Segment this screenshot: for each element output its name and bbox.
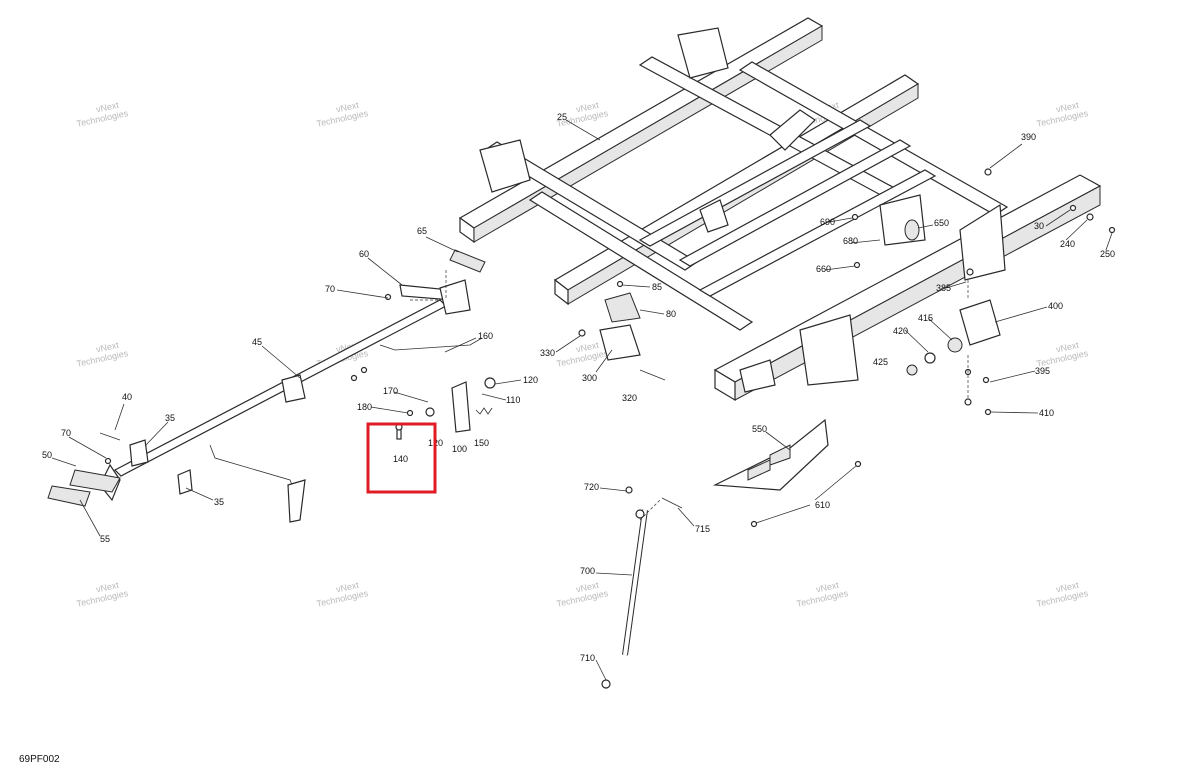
callout-415: 415 bbox=[918, 313, 933, 323]
callout-715: 715 bbox=[695, 524, 710, 534]
callout-100: 100 bbox=[452, 444, 467, 454]
callout-425: 425 bbox=[873, 357, 888, 367]
svg-text:vNext: vNext bbox=[1055, 100, 1080, 115]
callout-35: 35 bbox=[165, 413, 175, 423]
callout-160: 160 bbox=[478, 331, 493, 341]
callout-610: 610 bbox=[815, 500, 830, 510]
callout-140: 140 bbox=[393, 454, 408, 464]
callout-660: 660 bbox=[816, 264, 831, 274]
callout-180: 180 bbox=[357, 402, 372, 412]
callout-150: 150 bbox=[474, 438, 489, 448]
callout-70: 70 bbox=[325, 284, 335, 294]
callout-385: 385 bbox=[936, 283, 951, 293]
callout-30: 30 bbox=[1034, 221, 1044, 231]
callout-390: 390 bbox=[1021, 132, 1036, 142]
callout-70: 70 bbox=[61, 428, 71, 438]
callout-40: 40 bbox=[122, 392, 132, 402]
svg-text:vNext: vNext bbox=[575, 100, 600, 115]
callout-25: 25 bbox=[557, 112, 567, 122]
svg-text:vNext: vNext bbox=[1055, 340, 1080, 355]
callout-85: 85 bbox=[652, 282, 662, 292]
callout-120: 120 bbox=[523, 375, 538, 385]
callout-250: 250 bbox=[1100, 249, 1115, 259]
callout-395: 395 bbox=[1035, 366, 1050, 376]
callout-50: 50 bbox=[42, 450, 52, 460]
callout-320: 320 bbox=[622, 393, 637, 403]
highlight-box bbox=[366, 422, 437, 494]
svg-text:vNext: vNext bbox=[575, 580, 600, 595]
svg-text:vNext: vNext bbox=[95, 340, 120, 355]
callout-240: 240 bbox=[1060, 239, 1075, 249]
callout-550: 550 bbox=[752, 424, 767, 434]
main-frame bbox=[458, 17, 1102, 402]
svg-text:vNext: vNext bbox=[1055, 580, 1080, 595]
callout-35: 35 bbox=[214, 497, 224, 507]
callout-720: 720 bbox=[584, 482, 599, 492]
document-id: 69PF002 bbox=[19, 754, 60, 765]
svg-text:vNext: vNext bbox=[335, 100, 360, 115]
callout-650: 650 bbox=[934, 218, 949, 228]
leader-lines bbox=[51, 119, 1113, 681]
svg-text:vNext: vNext bbox=[815, 580, 840, 595]
callout-300: 300 bbox=[582, 373, 597, 383]
callout-60: 60 bbox=[359, 249, 369, 259]
callout-420: 420 bbox=[893, 326, 908, 336]
callout-690: 690 bbox=[820, 217, 835, 227]
lever-assembly bbox=[47, 249, 496, 523]
callout-45: 45 bbox=[252, 337, 262, 347]
callout-55: 55 bbox=[100, 534, 110, 544]
callout-110: 110 bbox=[506, 395, 520, 405]
callout-80: 80 bbox=[666, 309, 676, 319]
svg-text:vNext: vNext bbox=[335, 580, 360, 595]
svg-text:vNext: vNext bbox=[95, 100, 120, 115]
callout-710: 710 bbox=[580, 653, 595, 663]
callout-65: 65 bbox=[417, 226, 427, 236]
callout-330: 330 bbox=[540, 348, 555, 358]
callout-700: 700 bbox=[580, 566, 595, 576]
callout-170: 170 bbox=[383, 386, 398, 396]
misc-parts bbox=[104, 168, 1116, 689]
callout-680: 680 bbox=[843, 236, 858, 246]
callout-400: 400 bbox=[1048, 301, 1063, 311]
svg-text:vNext: vNext bbox=[95, 580, 120, 595]
svg-text:vNext: vNext bbox=[575, 340, 600, 355]
callout-410: 410 bbox=[1039, 408, 1054, 418]
